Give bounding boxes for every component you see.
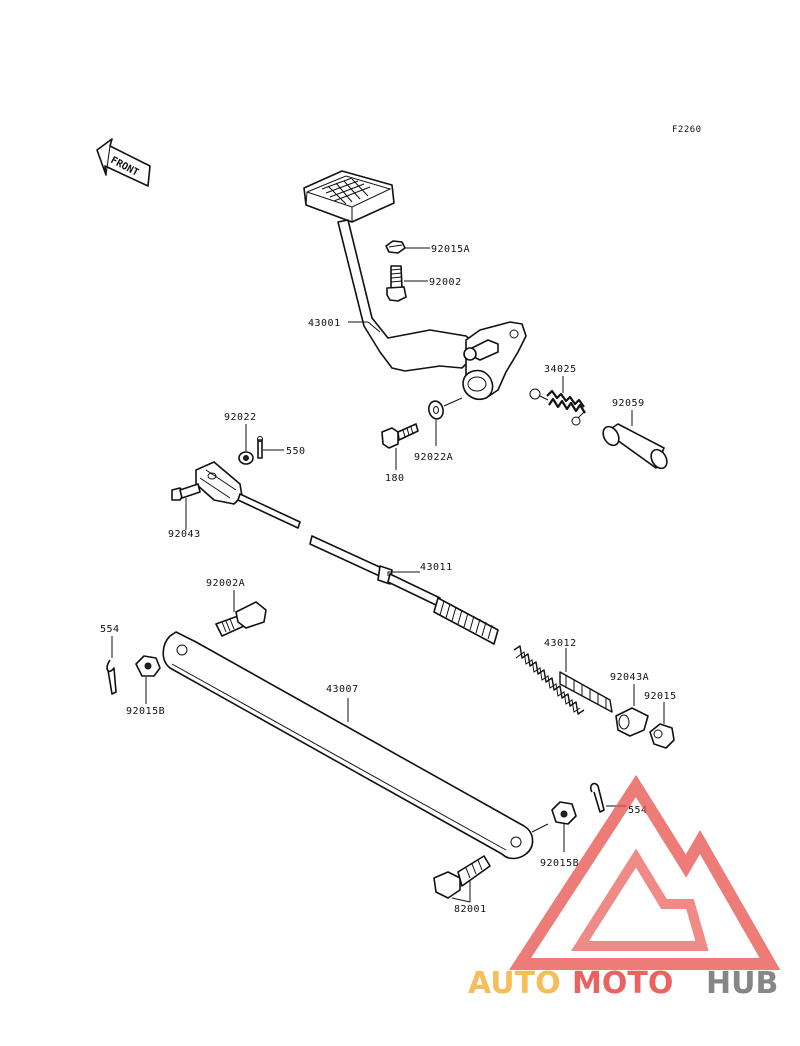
label-92002a: 92002A xyxy=(206,578,245,589)
front-arrow-icon: FRONT xyxy=(96,138,151,187)
logo-text-auto: AUTO xyxy=(468,966,561,1001)
clip-554-left-part xyxy=(106,659,117,695)
sleeve-92059-part xyxy=(602,423,668,470)
joint-92043a-part xyxy=(615,707,649,737)
label-554-left: 554 xyxy=(100,624,120,635)
nut-92015b-right-part xyxy=(551,801,577,825)
spring-43012-part xyxy=(513,645,613,715)
brake-rod-43011-part xyxy=(195,461,499,645)
nut-92015b-left-part xyxy=(135,655,161,677)
label-92043a: 92043A xyxy=(610,672,649,683)
washer-92022a-part xyxy=(428,400,444,420)
brake-pedal-part xyxy=(303,170,527,400)
label-82001: 82001 xyxy=(454,904,487,915)
label-92015: 92015 xyxy=(644,691,677,702)
nut-92015-part xyxy=(649,723,675,749)
figure-code: F2260 xyxy=(672,125,702,135)
label-43011: 43011 xyxy=(420,562,453,573)
arm-43007-part xyxy=(162,631,534,860)
label-92015b-left: 92015B xyxy=(126,706,165,717)
logo-text-hub: HUB xyxy=(706,966,778,1001)
bolt-92002a-part xyxy=(215,601,267,637)
bolt-82001-part xyxy=(433,855,491,899)
label-43012: 43012 xyxy=(544,638,577,649)
label-43001: 43001 xyxy=(308,318,341,329)
label-550: 550 xyxy=(286,446,306,457)
nut-92015a-part xyxy=(385,240,406,254)
label-34025: 34025 xyxy=(544,364,577,375)
label-43007: 43007 xyxy=(326,684,359,695)
label-92022a: 92022A xyxy=(414,452,453,463)
label-92015a: 92015A xyxy=(431,244,470,255)
bolt-92002-part xyxy=(386,265,407,302)
bolt-180-part xyxy=(381,423,419,449)
label-92022: 92022 xyxy=(224,412,257,423)
label-92015b-right: 92015B xyxy=(540,858,579,869)
label-92059: 92059 xyxy=(612,398,645,409)
logo-text-moto: MOTO xyxy=(572,966,673,1001)
label-92043: 92043 xyxy=(168,529,201,540)
label-180: 180 xyxy=(385,473,405,484)
label-92002: 92002 xyxy=(429,277,462,288)
spring-34025-part xyxy=(529,388,586,426)
washer-92022-part xyxy=(238,451,254,465)
label-554-right: 554 xyxy=(628,805,648,816)
pin-550-part xyxy=(257,436,263,459)
automotohub-logo: AUTO MOTO HUB xyxy=(468,774,781,1001)
pin-92043-part xyxy=(171,483,201,501)
clip-554-right-part xyxy=(589,782,605,813)
